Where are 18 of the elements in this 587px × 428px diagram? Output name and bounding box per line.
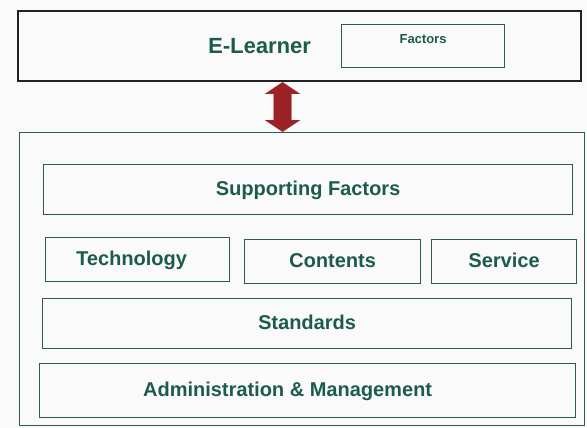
label-box bbox=[244, 239, 421, 284]
node-label: Supporting Factors bbox=[216, 178, 400, 201]
node-label: Standards bbox=[258, 312, 356, 335]
node-label: Technology bbox=[76, 248, 187, 271]
label-box bbox=[39, 363, 576, 418]
container-box bbox=[19, 132, 585, 426]
node-label: E-Learner bbox=[208, 33, 311, 59]
node-label: Service bbox=[468, 250, 540, 273]
label-box bbox=[341, 24, 505, 68]
label-box bbox=[42, 298, 572, 349]
node-label: Factors bbox=[400, 30, 446, 46]
label-box bbox=[43, 164, 573, 215]
label-box bbox=[431, 239, 577, 284]
label-box bbox=[45, 237, 230, 282]
node-label: Contents bbox=[289, 250, 376, 273]
double-arrow bbox=[264, 82, 301, 132]
label-box bbox=[17, 10, 582, 82]
node-label: Administration & Management bbox=[143, 379, 432, 402]
